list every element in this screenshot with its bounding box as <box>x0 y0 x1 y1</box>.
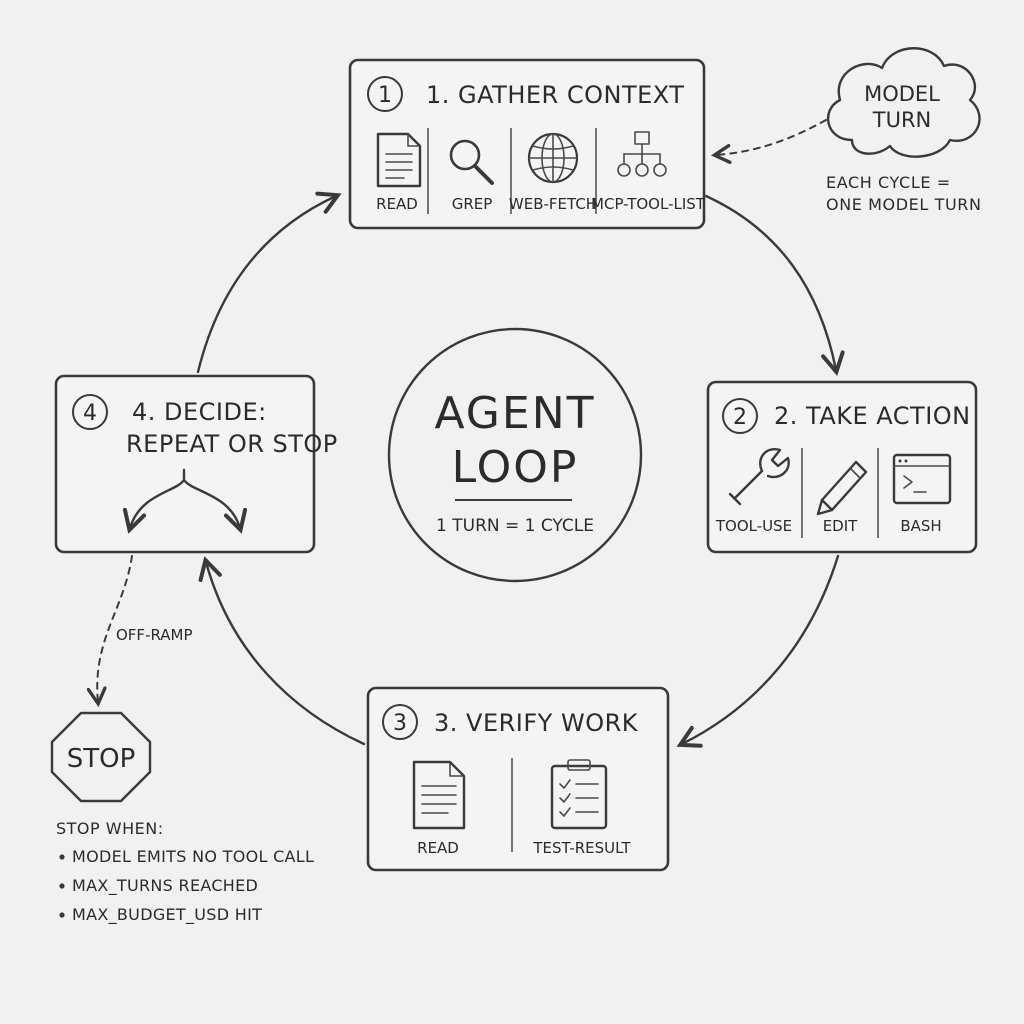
step-2-number: 2 <box>733 405 747 430</box>
cloud-line1: MODEL <box>864 82 940 106</box>
tool-bash: BASH <box>900 517 941 535</box>
globe-icon <box>527 132 579 184</box>
center-title-line2: LOOP <box>452 442 579 493</box>
cloud-dashed-arrow <box>716 119 827 155</box>
wrench-icon <box>728 448 790 506</box>
step-1-number: 1 <box>378 83 392 108</box>
cloud-line2: TURN <box>872 108 932 132</box>
step-1-box: 1 1. GATHER CONTEXT READ GREP WEB-FETC <box>348 58 706 230</box>
off-ramp-label: OFF-RAMP <box>116 626 193 644</box>
step-4-number: 4 <box>83 401 97 426</box>
cloud-note-line1: EACH CYCLE = <box>826 173 951 192</box>
tool-read-1: READ <box>376 195 418 213</box>
tool-mcp-tool-list: MCP-TOOL-LIST <box>591 195 706 213</box>
step-2-title: 2. TAKE ACTION <box>774 402 971 430</box>
magnifier-icon <box>449 139 494 185</box>
hierarchy-icon <box>617 131 667 177</box>
off-ramp-dashed-arrow <box>97 555 133 702</box>
step-1-title: 1. GATHER CONTEXT <box>426 81 684 109</box>
loop-arrow-4-to-1 <box>196 196 336 374</box>
branch-arrows-icon <box>130 468 240 528</box>
document-icon <box>376 132 422 188</box>
document-icon <box>412 760 466 830</box>
loop-arrow-2-to-3 <box>682 554 840 744</box>
stop-when-list: STOP WHEN: MODEL EMITS NO TOOL CALL MAX_… <box>56 819 314 925</box>
stop-sign-icon: STOP <box>50 711 152 803</box>
loop-arrow-1-to-2 <box>704 194 836 370</box>
pencil-icon <box>816 460 868 516</box>
center-title-line1: AGENT <box>434 388 595 439</box>
tool-edit: EDIT <box>823 517 858 535</box>
step-4-title-line1: 4. DECIDE: <box>132 398 267 426</box>
stop-sign-label: STOP <box>67 744 136 774</box>
cloud-note-line2: ONE MODEL TURN <box>826 195 982 214</box>
stop-when-heading: STOP WHEN: <box>56 819 164 838</box>
step-4-title-line2: REPEAT OR STOP <box>126 430 338 458</box>
tool-test-result: TEST-RESULT <box>532 839 631 857</box>
step-2-box: 2 2. TAKE ACTION TOOL-USE EDIT BASH <box>706 380 978 554</box>
center-subtitle: 1 TURN = 1 CYCLE <box>436 516 594 536</box>
tool-web-fetch: WEB-FETCH <box>509 195 597 213</box>
stop-when-item: MODEL EMITS NO TOOL CALL <box>72 847 314 866</box>
tool-read-2: READ <box>417 839 459 857</box>
tool-grep: GREP <box>452 195 493 213</box>
loop-arrow-3-to-4 <box>206 562 366 746</box>
stop-when-item: MAX_TURNS REACHED <box>72 876 258 896</box>
stop-when-item: MAX_BUDGET_USD HIT <box>72 905 262 925</box>
step-3-title: 3. VERIFY WORK <box>434 709 639 737</box>
terminal-icon <box>892 453 952 505</box>
step-4-box: 4 4. DECIDE: REPEAT OR STOP <box>54 374 338 554</box>
step-3-box: 3 3. VERIFY WORK READ TEST-RESULT <box>366 686 670 872</box>
clipboard-checklist-icon <box>550 759 608 830</box>
center-circle: AGENT LOOP 1 TURN = 1 CYCLE <box>387 327 643 583</box>
tool-tool-use: TOOL-USE <box>715 517 792 535</box>
step-3-number: 3 <box>393 711 407 736</box>
model-turn-cloud: MODEL TURN <box>827 47 981 158</box>
